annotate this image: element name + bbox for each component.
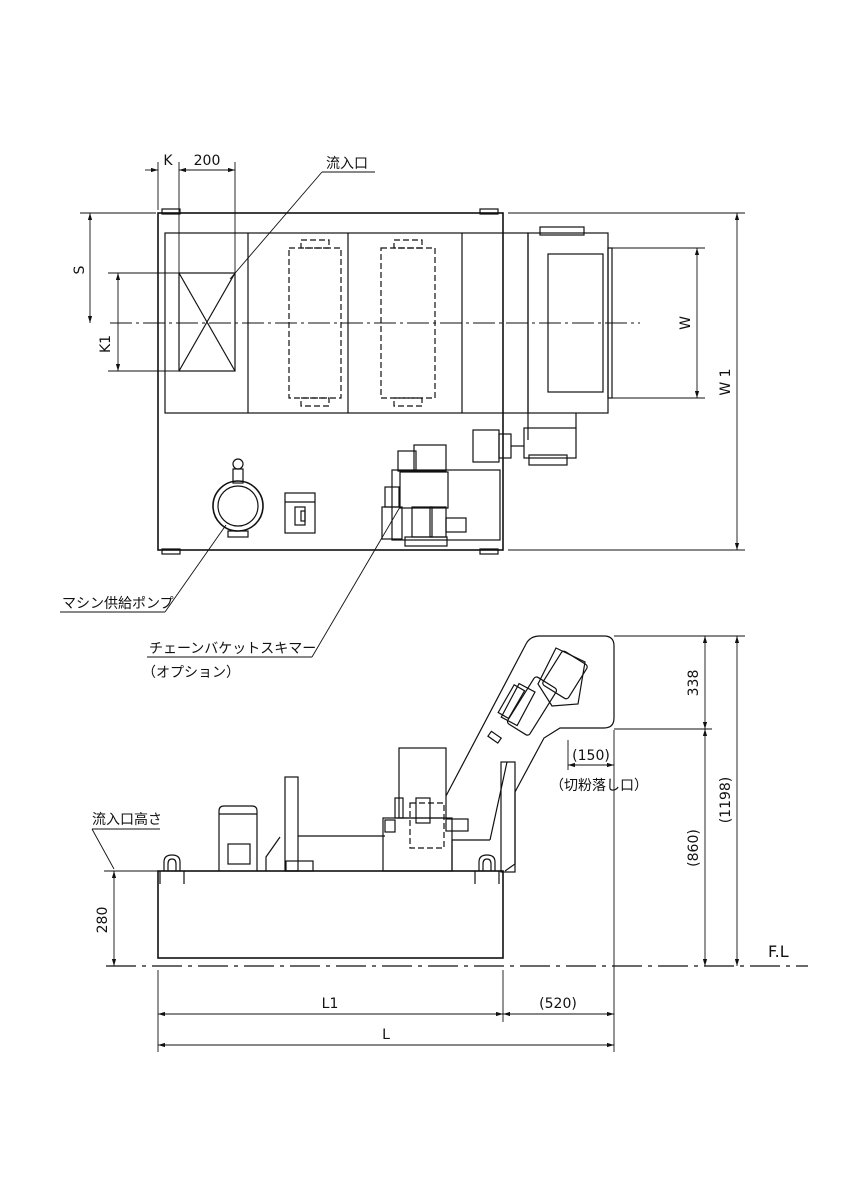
inlet-leader: 流入口: [229, 156, 375, 280]
dim-150-label: (150): [572, 748, 610, 764]
dim-200-label: 200: [194, 153, 221, 169]
pump-side: [218, 805, 258, 871]
skimmer-label: チェーンバケットスキマー: [149, 641, 316, 657]
float-switch: [284, 492, 316, 534]
skimmer-leader: チェーンバケットスキマー （オプション）: [142, 506, 401, 681]
inlet-box: [178, 272, 236, 372]
dim-l-label: L: [382, 1027, 390, 1043]
skimmer-side: [382, 747, 490, 872]
dim-l1-label: L1: [322, 996, 339, 1012]
dim-w1-label: W 1: [718, 368, 734, 395]
machine-supply-pump: [212, 458, 264, 538]
dim-338-label: 338: [686, 670, 702, 697]
dim-s: S: [72, 212, 156, 323]
floor-level-label: F.L: [768, 942, 789, 961]
dim-860-label: (860): [686, 829, 702, 867]
pump-leader: マシン供給ポンプ: [60, 524, 227, 613]
dim-heights: 338 (860) (1198): [614, 635, 745, 966]
dim-k-200: K 200: [145, 153, 236, 273]
drive-motor: [472, 427, 577, 466]
inlet-height-label: 流入口高さ: [92, 811, 162, 828]
top-view: K 200 流入口 S K1 W: [60, 153, 745, 681]
dim-k1-label: K1: [98, 335, 114, 353]
dim-k1: K1: [98, 272, 179, 372]
tank-side-body: [157, 870, 504, 959]
inclined-conveyor: [445, 635, 615, 873]
dim-k-label: K: [163, 153, 173, 169]
dim-280-label: 280: [95, 907, 111, 934]
dim-1198-label: (1198): [718, 777, 734, 824]
dim-s-label: S: [72, 265, 88, 274]
pump-label: マシン供給ポンプ: [62, 596, 174, 612]
dim-w-label: W: [678, 316, 694, 330]
dim-length: L1 (520) L: [157, 730, 615, 1052]
dim-520-label: (520): [539, 996, 577, 1012]
chain-bucket-skimmer-top: [381, 444, 501, 547]
inlet-label: 流入口: [326, 156, 368, 172]
dim-w1: W 1: [508, 212, 745, 551]
dim-inlet-height: 280 流入口高さ: [91, 811, 162, 966]
tank-top-outline: [157, 212, 504, 551]
dim-chip-drop: (150) （切粉落し口）: [550, 740, 648, 794]
skimmer-option-label: （オプション）: [142, 665, 240, 681]
dim-w: W: [612, 247, 705, 399]
chip-drop-label: （切粉落し口）: [550, 778, 648, 794]
side-view: F.L 280 流入口高さ L1 (520) L (150): [91, 635, 808, 1052]
